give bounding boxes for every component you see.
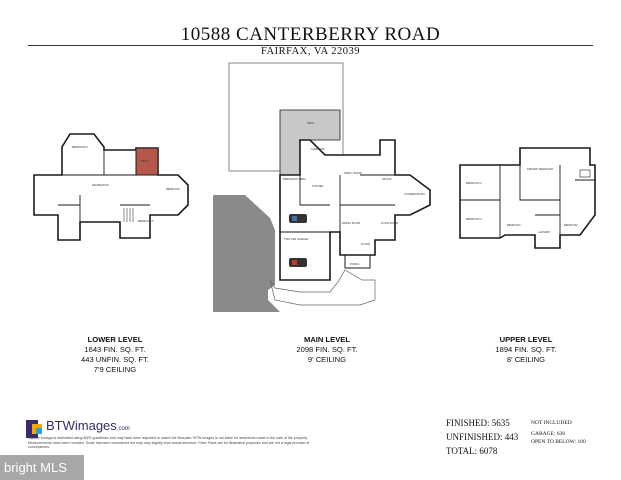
title-rule (28, 45, 593, 46)
unfinished-total: UNFINISHED: 443 (446, 432, 519, 442)
room-label: TWO CAR GARAGE (284, 237, 308, 241)
porch (344, 255, 371, 269)
open-to-below-area: OPEN TO BELOW: 100 (531, 439, 586, 445)
room-label: MECH (141, 159, 149, 163)
room-label: BEDROOM (507, 223, 520, 227)
level-line: 2098 FIN. SQ. FT. (296, 345, 358, 354)
level-line: 1643 FIN. SQ. FT. (84, 345, 146, 354)
car-window (292, 216, 297, 221)
room-label: BEDROOM 5 (138, 219, 154, 223)
upper-room-labels: BEDROOM 2 BEDROOM 3 PRIMARY BEDROOM BEDR… (466, 167, 577, 234)
room-label: PRIMARY BEDROOM (527, 167, 553, 171)
car-window (292, 260, 297, 265)
floor-plans: BEDROOM 4 RECREATION BEDROOM 5 BEDROOM M… (33, 62, 596, 312)
room-label: BEDROOM 2 (466, 181, 482, 185)
room-label: FOYER (361, 242, 370, 246)
room-label: KITCHEN (312, 184, 324, 188)
room-label: OFFICE (382, 177, 392, 181)
room-label: BEDROOM (564, 223, 577, 227)
level-name: LOWER LEVEL (87, 335, 143, 344)
level-line: 443 UNFIN. SQ. FT. (81, 355, 149, 364)
lower-room-labels: BEDROOM 4 RECREATION BEDROOM 5 BEDROOM M… (72, 145, 179, 223)
room-label: LAUNDRY (538, 230, 551, 234)
level-line: 8' CEILING (506, 355, 546, 364)
main-level-summary: MAIN LEVEL 2098 FIN. SQ. FT. 9' CEILING (257, 335, 397, 365)
room-label: DINING ROOM (342, 221, 360, 225)
brand-name: BTWimages (46, 418, 117, 433)
main-room-labels: DECK SUNROOM BREAKFAST AREA FAMILY ROOM … (283, 121, 426, 266)
upper-level-summary: UPPER LEVEL 1894 FIN. SQ. FT. 8' CEILING (456, 335, 596, 365)
walkway (269, 269, 376, 306)
room-label: CONSERVATORY (404, 192, 426, 196)
upper-level-plan (459, 147, 596, 249)
room-label: BREAKFAST AREA (283, 177, 306, 181)
room-label: BEDROOM 4 (72, 145, 88, 149)
room-label: DECK (307, 121, 314, 125)
upper-level-walls (460, 165, 595, 238)
finished-total: FINISHED: 5635 (446, 418, 510, 428)
room-label: SUNROOM (311, 147, 325, 151)
level-name: MAIN LEVEL (304, 335, 350, 344)
mls-watermark: bright MLS (0, 455, 84, 480)
garage-area: GARAGE: 630 (531, 431, 566, 437)
property-title: 10588 CANTERBERRY ROAD (180, 24, 441, 45)
level-line: 1894 FIN. SQ. FT. (495, 345, 557, 354)
car-icon (289, 214, 307, 223)
driveway (213, 195, 280, 312)
level-name: UPPER LEVEL (499, 335, 553, 344)
level-line: 9' CEILING (307, 355, 347, 364)
room-label: FAMILY ROOM (344, 171, 362, 175)
mech-room (135, 147, 159, 176)
lower-level-summary: LOWER LEVEL 1643 FIN. SQ. FT. 443 UNFIN.… (45, 335, 185, 375)
not-included-label: NOT INCLUDED (531, 420, 572, 426)
property-address: FAIRFAX, VA 22039 (260, 46, 361, 57)
room-label: BEDROOM (166, 187, 179, 191)
level-line: 7'9 CEILING (93, 365, 137, 374)
car-icon (289, 258, 307, 267)
main-level-plan (213, 62, 431, 312)
room-label: PORCH (350, 262, 359, 266)
room-label: BEDROOM 3 (466, 217, 482, 221)
btw-logo-icon (26, 420, 42, 438)
disclaimer-text: Square footage is estimated using ANSI g… (28, 436, 310, 450)
lower-level-plan (33, 133, 189, 241)
grand-total: TOTAL: 6078 (446, 446, 498, 456)
brand-suffix: .com (116, 426, 130, 432)
brand-logo-text: BTWimages.com (46, 418, 130, 433)
room-label: RECREATION (92, 183, 109, 187)
room-label: LIVING ROOM (381, 221, 398, 225)
